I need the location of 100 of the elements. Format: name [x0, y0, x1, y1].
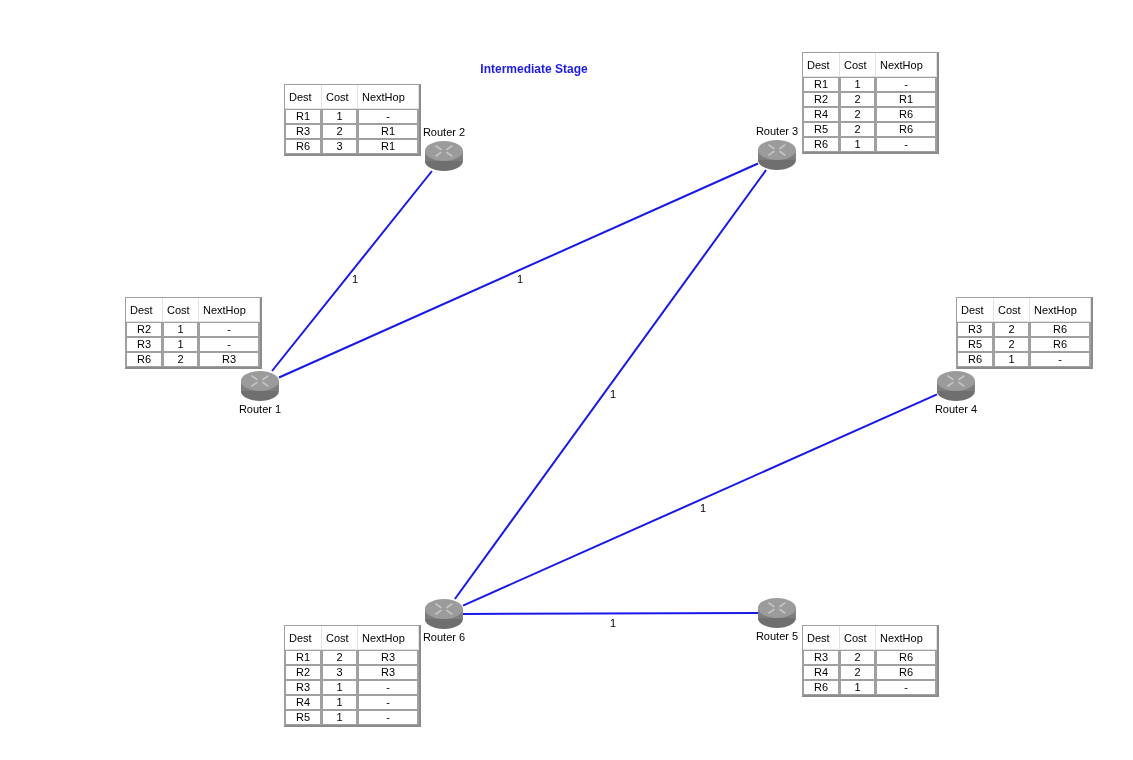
table-cell: R3: [285, 680, 322, 695]
router-label: Router 2: [422, 126, 466, 139]
table-cell: R6: [876, 122, 937, 137]
router-label: Router 1: [238, 403, 282, 416]
table-cell: 1: [322, 710, 358, 725]
edge-label: 1: [608, 617, 618, 629]
table-cell: R1: [285, 109, 322, 124]
table-cell: R6: [1030, 322, 1091, 337]
table-cell: R1: [285, 650, 322, 665]
column-header: NextHop: [358, 85, 419, 109]
column-header: Cost: [994, 298, 1030, 322]
edge-label: 1: [350, 273, 360, 285]
edge-label: 1: [608, 388, 618, 400]
column-header: Dest: [957, 298, 994, 322]
table-cell: R5: [285, 710, 322, 725]
column-header: NextHop: [1030, 298, 1091, 322]
table-cell: R6: [1030, 337, 1091, 352]
table-cell: R6: [876, 665, 937, 680]
column-header: Cost: [163, 298, 199, 322]
column-header: NextHop: [358, 626, 419, 650]
edge-label: 1: [698, 502, 708, 514]
table-cell: R1: [803, 77, 840, 92]
column-header: NextHop: [199, 298, 260, 322]
table-cell: -: [358, 695, 419, 710]
table-cell: R2: [126, 322, 163, 337]
table-cell: -: [199, 337, 260, 352]
table-cell: R3: [126, 337, 163, 352]
table-cell: R3: [199, 352, 260, 367]
table-cell: 1: [322, 109, 358, 124]
table-cell: 2: [840, 92, 876, 107]
column-header: Cost: [322, 85, 358, 109]
table-cell: -: [358, 680, 419, 695]
table-cell: 1: [840, 680, 876, 695]
router-label: Router 4: [934, 403, 978, 416]
table-cell: R3: [803, 650, 840, 665]
table-cell: R6: [285, 139, 322, 154]
table-cell: R4: [803, 665, 840, 680]
table-cell: R2: [285, 665, 322, 680]
connection-line: [453, 169, 768, 600]
router-label: Router 6: [422, 631, 466, 644]
table-cell: 1: [994, 352, 1030, 367]
router-label: Router 3: [755, 125, 799, 138]
table-cell: R6: [126, 352, 163, 367]
table-cell: -: [876, 680, 937, 695]
table-cell: R6: [803, 680, 840, 695]
connection-line: [271, 170, 433, 372]
table-cell: R3: [358, 665, 419, 680]
table-cell: R2: [803, 92, 840, 107]
column-header: Dest: [285, 626, 322, 650]
connection-line: [462, 393, 938, 607]
table-cell: 2: [163, 352, 199, 367]
table-cell: 1: [322, 680, 358, 695]
table-cell: R4: [803, 107, 840, 122]
connection-line: [462, 612, 759, 615]
column-header: Cost: [840, 626, 876, 650]
column-header: Cost: [322, 626, 358, 650]
table-cell: 1: [163, 322, 199, 337]
table-cell: 2: [322, 650, 358, 665]
table-cell: 2: [840, 107, 876, 122]
table-cell: 3: [322, 665, 358, 680]
table-cell: R6: [876, 107, 937, 122]
table-cell: R1: [876, 92, 937, 107]
table-cell: R3: [285, 124, 322, 139]
table-cell: R1: [358, 139, 419, 154]
diagram-title: Intermediate Stage: [480, 62, 588, 76]
table-cell: 3: [322, 139, 358, 154]
column-header: Dest: [803, 53, 840, 77]
column-header: Dest: [126, 298, 163, 322]
table-cell: -: [876, 77, 937, 92]
table-cell: R1: [358, 124, 419, 139]
table-cell: -: [199, 322, 260, 337]
router-label: Router 5: [755, 630, 799, 643]
connection-line: [278, 162, 759, 379]
table-cell: -: [358, 710, 419, 725]
table-cell: 2: [994, 322, 1030, 337]
table-cell: R5: [803, 122, 840, 137]
edge-label: 1: [515, 273, 525, 285]
table-cell: -: [358, 109, 419, 124]
table-cell: R3: [358, 650, 419, 665]
table-cell: -: [1030, 352, 1091, 367]
table-cell: R3: [957, 322, 994, 337]
table-cell: 2: [840, 122, 876, 137]
column-header: Dest: [285, 85, 322, 109]
table-cell: 2: [840, 650, 876, 665]
table-cell: R6: [957, 352, 994, 367]
table-cell: -: [876, 137, 937, 152]
table-cell: 2: [322, 124, 358, 139]
table-cell: R6: [803, 137, 840, 152]
table-cell: 1: [840, 137, 876, 152]
table-cell: 1: [322, 695, 358, 710]
table-cell: 2: [994, 337, 1030, 352]
table-cell: 1: [163, 337, 199, 352]
table-cell: R6: [876, 650, 937, 665]
table-cell: 1: [840, 77, 876, 92]
column-header: NextHop: [876, 626, 937, 650]
column-header: NextHop: [876, 53, 937, 77]
table-cell: R4: [285, 695, 322, 710]
table-cell: 2: [840, 665, 876, 680]
column-header: Cost: [840, 53, 876, 77]
table-cell: R5: [957, 337, 994, 352]
